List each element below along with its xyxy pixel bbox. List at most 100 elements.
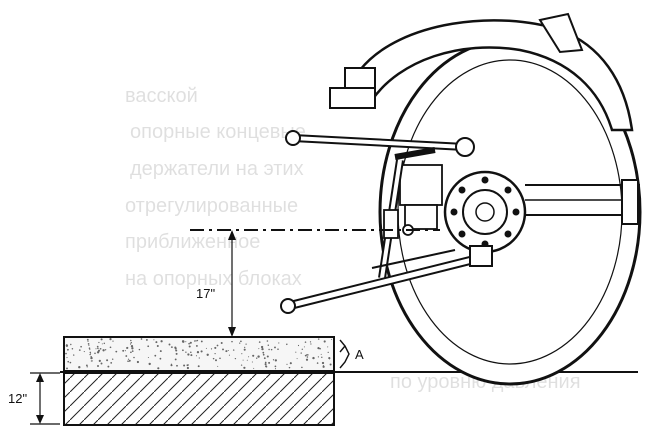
speckle-dot xyxy=(100,362,103,365)
speckle-dot xyxy=(319,347,321,350)
speckle-dot xyxy=(306,356,309,358)
speckle-dot xyxy=(260,345,264,349)
speckle-dot xyxy=(268,348,270,351)
speckle-dot xyxy=(278,342,280,344)
speckle-dot xyxy=(264,363,267,366)
axle-hub xyxy=(443,170,527,254)
speckle-dot xyxy=(244,346,246,349)
speckle-dot xyxy=(197,365,200,368)
speckle-dot xyxy=(129,343,132,345)
speckle-dot xyxy=(88,347,91,350)
speckle-dot xyxy=(104,349,107,351)
speckle-dot xyxy=(228,354,230,356)
speckle-dot xyxy=(185,351,187,353)
speckle-dot xyxy=(124,350,126,352)
hatched-block xyxy=(63,372,335,426)
speckle-dot xyxy=(96,345,99,348)
speckle-dot xyxy=(66,357,68,359)
bleed-through-line: держатели на этих xyxy=(130,158,304,180)
speckle-dot xyxy=(154,354,157,357)
speckle-dot xyxy=(217,365,219,367)
speckle-dot xyxy=(216,344,219,347)
speckle-dot xyxy=(112,340,114,342)
speckle-dot xyxy=(304,341,307,343)
speckle-dot xyxy=(107,365,110,368)
speckle-dot xyxy=(90,353,92,355)
speckle-dot xyxy=(130,351,132,354)
speckle-dot xyxy=(321,361,325,365)
speckle-dot xyxy=(241,353,243,355)
speckle-dot xyxy=(256,357,258,359)
speckle-dot xyxy=(127,360,129,362)
speckle-dot xyxy=(106,359,109,362)
speckle-dot xyxy=(97,349,101,352)
speckle-dot xyxy=(321,356,323,359)
speckle-dot xyxy=(109,346,112,349)
speckle-dot xyxy=(272,359,275,361)
speckle-dot xyxy=(268,361,271,364)
speckle-dot xyxy=(181,340,185,343)
speckle-dot xyxy=(195,355,198,357)
speckle-dot xyxy=(310,343,312,345)
speckle-dot xyxy=(317,346,320,350)
speckle-dot xyxy=(264,361,267,364)
speckle-dot xyxy=(188,342,190,345)
speckle-dot xyxy=(296,358,298,360)
speckle-dot xyxy=(190,351,192,353)
speckle-dot xyxy=(170,346,173,349)
speckle-dot xyxy=(156,344,159,348)
speckle-dot xyxy=(289,362,292,365)
block-height-label: 12" xyxy=(8,391,27,406)
speckle-dot xyxy=(130,339,132,342)
speckle-dot xyxy=(240,364,243,366)
speckle-dot xyxy=(190,354,193,357)
speckle-dot xyxy=(222,348,224,351)
speckle-dot xyxy=(252,354,255,357)
speckle-dot xyxy=(138,348,141,351)
speckle-dot xyxy=(317,356,319,358)
speckle-dot xyxy=(80,345,82,348)
speckle-dot xyxy=(312,356,315,360)
speckle-dot xyxy=(136,360,139,364)
speckle-dot xyxy=(274,346,276,349)
speckle-dot xyxy=(125,355,128,357)
speckle-dot xyxy=(309,341,312,343)
speckle-dot xyxy=(243,348,246,351)
bleed-through-line: отрегулированные xyxy=(125,195,298,217)
speckle-dot xyxy=(122,349,125,352)
speckle-dot xyxy=(103,342,106,345)
speckle-dot xyxy=(189,341,192,344)
speckle-dot xyxy=(320,353,322,355)
speckle-dot xyxy=(133,356,135,359)
speckle-dot xyxy=(109,338,112,341)
speckle-dot xyxy=(69,361,72,364)
speckle-dot xyxy=(305,358,309,361)
speckle-dot xyxy=(307,354,309,356)
speckle-dot xyxy=(327,351,329,354)
speckle-dot xyxy=(240,340,242,343)
speckle-dot xyxy=(91,360,93,362)
speckle-dot xyxy=(170,364,173,367)
speckle-dot xyxy=(197,351,200,354)
speckle-dot xyxy=(67,360,70,363)
speckle-dot xyxy=(200,340,203,343)
speckle-dot xyxy=(88,344,90,346)
speckle-dot xyxy=(159,357,162,360)
speckle-dot xyxy=(195,340,197,342)
speckle-dot xyxy=(322,365,325,367)
speckle-dot xyxy=(242,359,244,361)
speckle-dot xyxy=(155,341,158,344)
speckle-dot xyxy=(303,346,305,348)
speckle-dot xyxy=(286,343,288,346)
speckle-dot xyxy=(140,338,143,340)
speckle-dot xyxy=(147,356,149,359)
speckle-dot xyxy=(183,364,186,367)
speckle-dot xyxy=(66,367,68,370)
speckle-dot xyxy=(234,357,237,360)
speckle-dot xyxy=(231,340,233,343)
speckle-dot xyxy=(220,342,223,344)
speckle-dot xyxy=(83,351,85,353)
speckle-dot xyxy=(102,349,105,352)
speckle-dot xyxy=(261,347,264,351)
